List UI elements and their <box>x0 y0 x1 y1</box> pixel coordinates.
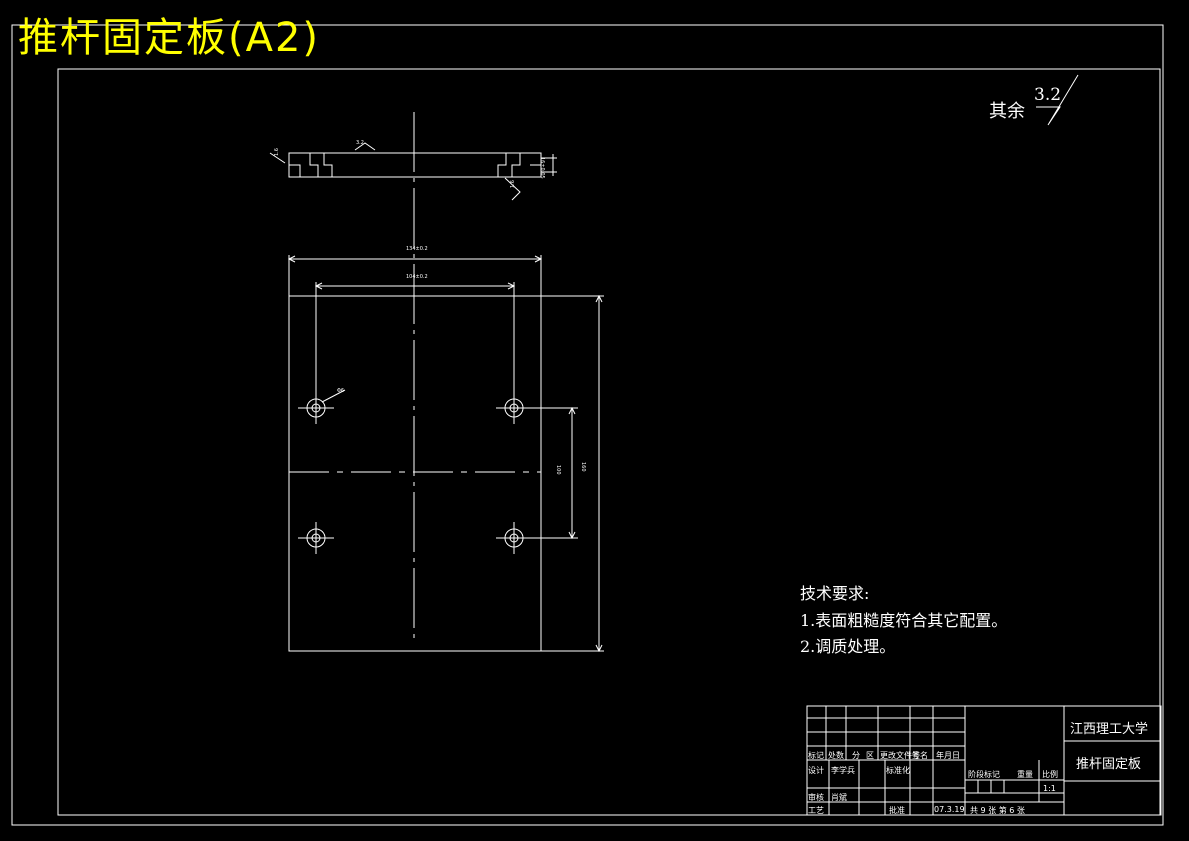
tb-process-label: 工艺 <box>808 806 824 815</box>
tb-label-sign: 签名 <box>912 751 928 760</box>
dim-height-inner: 100 <box>555 465 561 475</box>
tb-sheet-info: 共 9 张 第 6 张 <box>970 806 1025 815</box>
roughness-symbol <box>1036 74 1079 126</box>
dim-overall-width: 134±0.2 <box>406 246 428 252</box>
dim-roughness-left: 1.6 <box>274 148 280 156</box>
title-block-grid <box>806 705 1162 816</box>
tb-stage-label: 阶段标记 <box>968 770 1000 779</box>
tb-label-fen: 分 <box>852 751 860 760</box>
tb-label-qu: 区 <box>866 751 874 760</box>
dim-hole-spacing: 104±0.2 <box>406 274 428 280</box>
tb-label-mark: 标记 <box>808 751 824 760</box>
part-name: 推杆固定板 <box>1076 757 1142 772</box>
tb-design-label: 设计 <box>808 766 824 775</box>
dim-height-outer: 160 <box>580 462 586 472</box>
inner-border <box>57 68 1161 816</box>
dim-hole-dia: Φ6 <box>337 388 345 394</box>
roughness-value: 3.2 <box>1034 85 1062 105</box>
roughness-label: 其余 <box>989 101 1025 122</box>
tb-label-count: 处数 <box>828 751 844 760</box>
tb-label-date: 年月日 <box>936 751 960 760</box>
tb-review-label: 审核 <box>808 793 824 802</box>
tb-standard-label: 标准化 <box>886 766 910 775</box>
requirement-item-2: 2.调质处理。 <box>800 637 896 656</box>
dim-roughness-top: 3.2 <box>356 140 364 146</box>
outer-border <box>11 24 1164 826</box>
tb-scale-value: 1:1 <box>1043 784 1056 793</box>
tb-designer: 李学兵 <box>831 766 855 775</box>
sheet-title: 推杆固定板(A2) <box>18 15 321 61</box>
tb-date: 07.3.19 <box>934 805 965 814</box>
tb-review-value: 肖斌 <box>831 793 847 802</box>
hole-top-right <box>496 392 532 424</box>
tb-label-change: 更改文件号 <box>880 751 920 760</box>
tb-scale-label: 比例 <box>1042 770 1058 779</box>
dim-roughness-bottom: 1.6 <box>510 180 516 188</box>
requirements-heading: 技术要求: <box>800 584 870 603</box>
section-view <box>269 142 557 201</box>
hole-top-left <box>298 392 334 424</box>
hole-bottom-left <box>298 522 334 554</box>
hole-bottom-right <box>496 522 532 554</box>
tb-weight-label: 重量 <box>1017 770 1033 779</box>
plan-view <box>287 255 604 653</box>
university-name: 江西理工大学 <box>1070 722 1149 737</box>
requirement-item-1: 1.表面粗糙度符合其它配置。 <box>800 611 1008 630</box>
tb-approve-label: 批准 <box>889 806 905 815</box>
dim-thickness: 16±0.05 <box>539 157 545 179</box>
